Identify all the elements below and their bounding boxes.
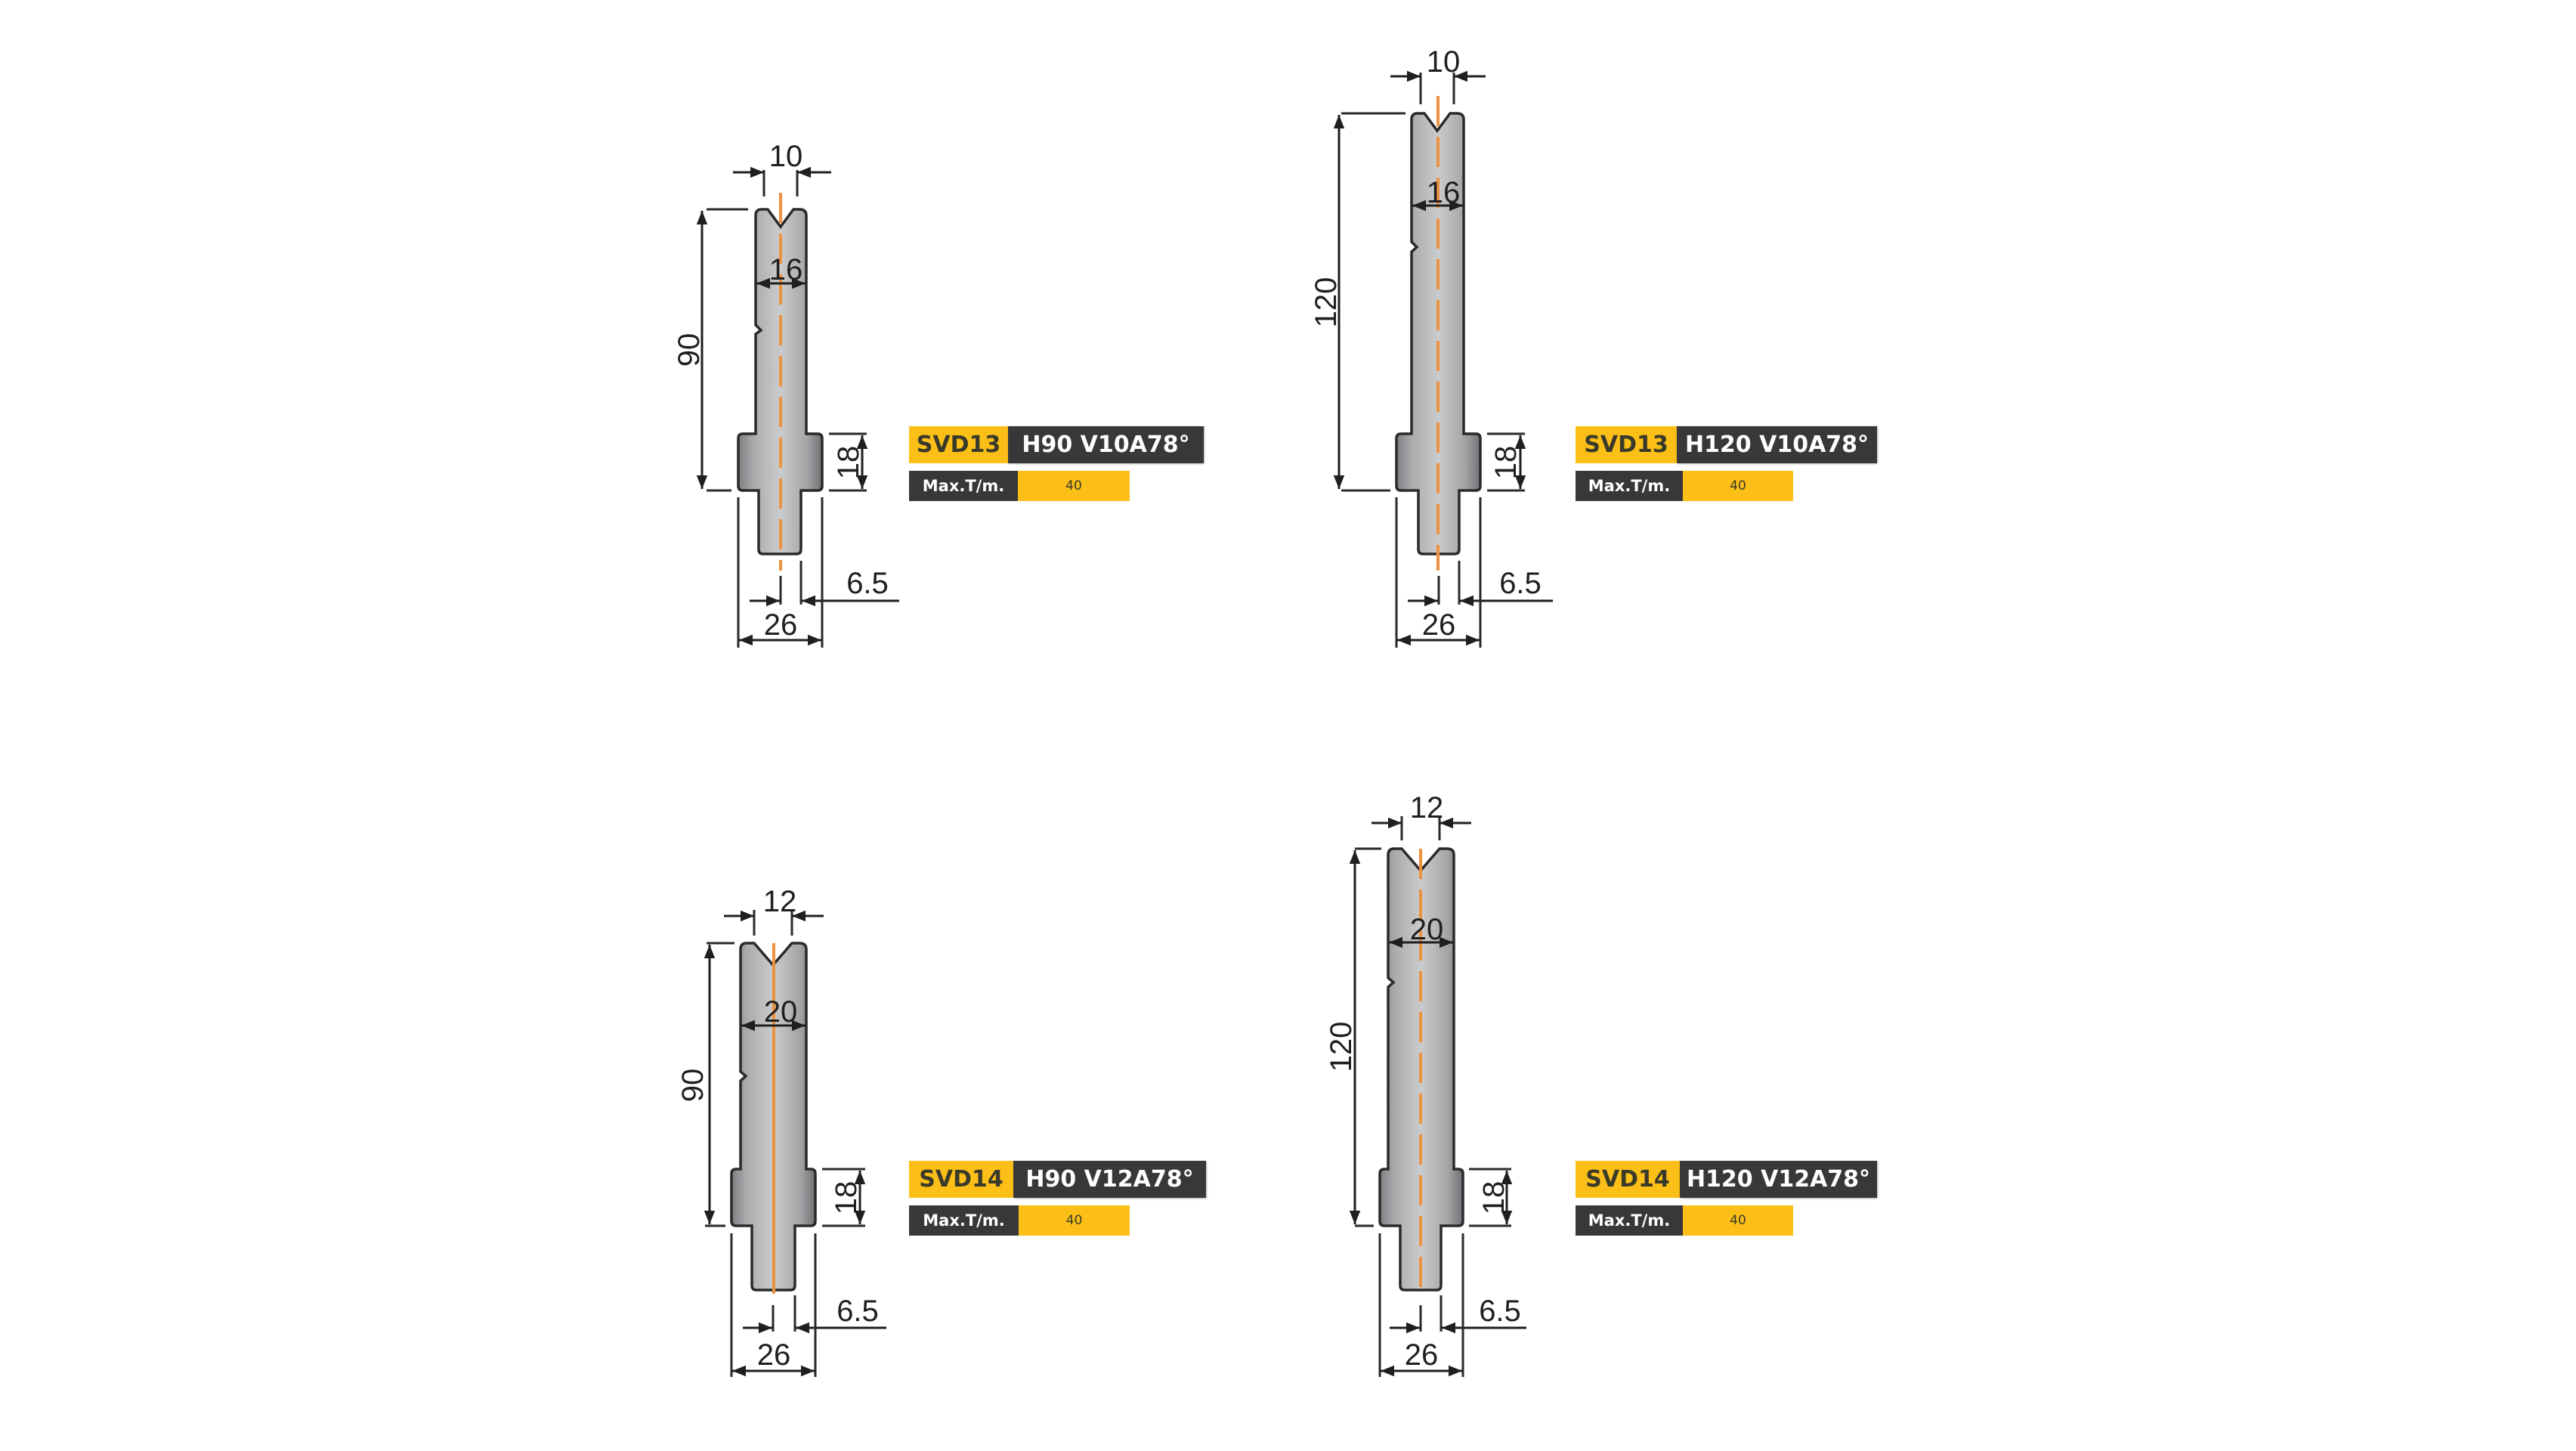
dim-v-opening: 10	[769, 140, 803, 173]
tool-drawing-svd14-h90: 12 20 90 18 6.5 26	[676, 885, 886, 1377]
dim-shoulder: 18	[832, 446, 865, 480]
tool-code: SVD14	[1576, 1161, 1680, 1198]
dim-base-width: 26	[1405, 1338, 1439, 1372]
dim-head-width: 20	[1410, 913, 1444, 946]
tool-spec: H120 V10A78°	[1677, 426, 1877, 463]
max-tonnage-value: 40	[1683, 471, 1793, 501]
tool-drawing-svd13-h90: 10 16 90 18 6.5 26	[673, 140, 899, 648]
dim-height: 90	[673, 333, 706, 367]
dim-v-opening: 12	[763, 885, 797, 918]
tool-code: SVD13	[1576, 426, 1677, 463]
max-tonnage-label: Max.T/m.	[1576, 471, 1683, 501]
dim-shoulder: 18	[1489, 446, 1523, 480]
dim-tang-offset: 6.5	[846, 567, 889, 600]
tool-spec: H120 V12A78°	[1680, 1161, 1877, 1198]
max-tonnage-value: 40	[1683, 1205, 1793, 1236]
max-tonnage-label: Max.T/m.	[1576, 1205, 1683, 1236]
dim-shoulder: 18	[1477, 1181, 1511, 1215]
dim-head-width: 16	[1427, 176, 1461, 209]
dim-height: 90	[676, 1069, 710, 1103]
max-tonnage-value: 40	[1018, 471, 1130, 501]
tool-drawing-svd13-h120: 10 16 120 18 6.5 26	[1310, 45, 1553, 648]
dim-base-width: 26	[757, 1338, 791, 1372]
max-tonnage-value: 40	[1019, 1205, 1130, 1236]
max-tonnage-label: Max.T/m.	[909, 471, 1018, 501]
die-profile	[1395, 112, 1482, 555]
max-tonnage-label: Max.T/m.	[909, 1205, 1019, 1236]
tool-code: SVD13	[909, 426, 1008, 463]
tool-drawing-svd14-h120: 12 20 120 18 6.5 26	[1325, 791, 1526, 1377]
dim-height: 120	[1310, 277, 1343, 328]
dim-v-opening: 10	[1427, 45, 1461, 79]
dim-shoulder: 18	[830, 1181, 863, 1215]
dim-head-width: 20	[764, 995, 798, 1029]
dim-height: 120	[1325, 1022, 1358, 1072]
tool-code: SVD14	[909, 1161, 1013, 1198]
tool-spec: H90 V12A78°	[1013, 1161, 1206, 1198]
dim-tang-offset: 6.5	[837, 1295, 879, 1328]
dim-base-width: 26	[764, 608, 798, 642]
dim-tang-offset: 6.5	[1499, 567, 1542, 600]
tool-spec: H90 V10A78°	[1008, 426, 1204, 463]
dim-v-opening: 12	[1410, 791, 1444, 825]
dim-base-width: 26	[1422, 608, 1456, 642]
dim-head-width: 16	[769, 253, 803, 286]
dim-tang-offset: 6.5	[1479, 1295, 1521, 1328]
